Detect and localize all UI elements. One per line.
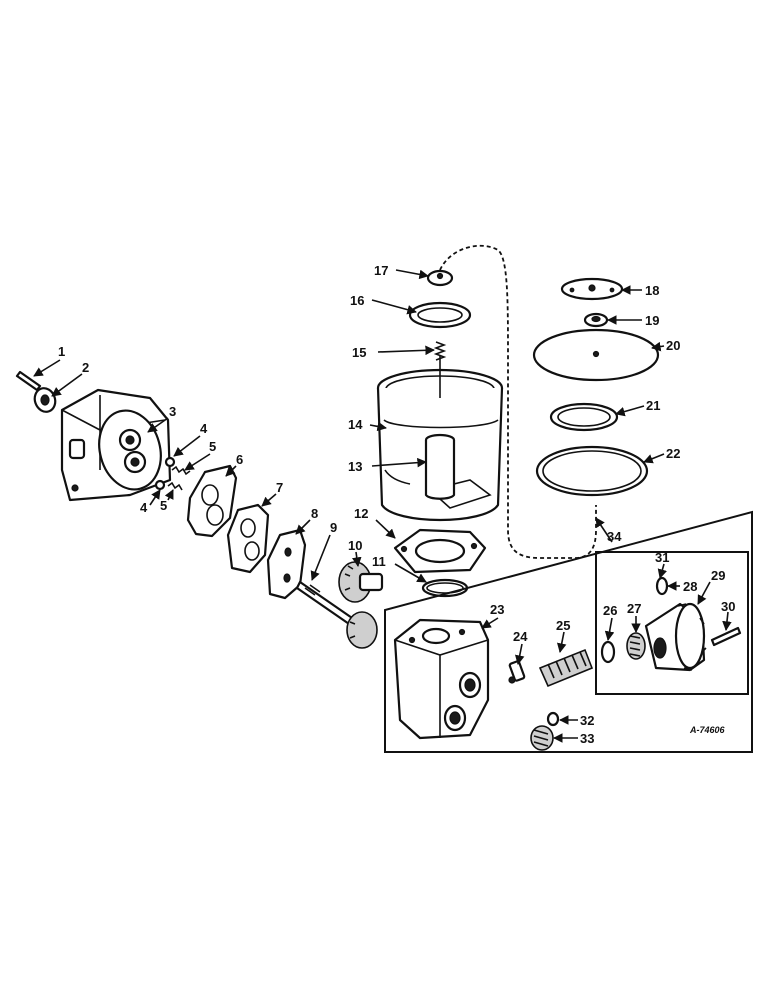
group-34-box (384, 510, 753, 753)
part-22-o-ring (535, 445, 649, 497)
callout-26: 26 (603, 603, 617, 618)
part-8-plate (266, 528, 307, 600)
part-16-seal (408, 301, 472, 329)
callout-29: 29 (711, 568, 725, 583)
part-30-pin (710, 626, 742, 647)
callout-5b: 5 (160, 498, 167, 513)
callout-27: 27 (627, 601, 641, 616)
callout-2: 2 (82, 360, 89, 375)
callout-19: 19 (645, 313, 659, 328)
callout-10: 10 (348, 538, 362, 553)
part-13-tube (424, 433, 456, 500)
callout-17: 17 (374, 263, 388, 278)
part-15-spring (433, 341, 447, 361)
callout-33: 33 (580, 731, 594, 746)
part-4-ball (164, 456, 176, 468)
callout-34: 34 (607, 529, 622, 544)
callout-14: 14 (348, 417, 363, 432)
part-7-gasket (226, 503, 270, 574)
part-33-plug (530, 725, 554, 751)
group-31-box (595, 551, 749, 695)
callout-25: 25 (556, 618, 570, 633)
callout-13: 13 (348, 459, 362, 474)
part-5-spring (171, 465, 191, 476)
callout-31: 31 (655, 550, 669, 565)
part-32-ring (546, 711, 560, 727)
part-29-knob (644, 602, 707, 672)
drawing-reference: A-74606 (689, 725, 726, 735)
callout-4: 4 (200, 421, 208, 436)
callout-32: 32 (580, 713, 594, 728)
part-24-valve (508, 660, 526, 684)
callout-12: 12 (354, 506, 368, 521)
callout-22: 22 (666, 446, 680, 461)
part-27-threaded (626, 632, 646, 660)
part-28-o-ring (655, 576, 669, 596)
part-10-gears (338, 561, 384, 649)
part-23-valve-body (393, 618, 490, 740)
callout-21: 21 (646, 398, 660, 413)
callout-20: 20 (666, 338, 680, 353)
part-17-nut (426, 269, 454, 287)
callout-1: 1 (58, 344, 65, 359)
part-6-plate (186, 464, 238, 538)
callout-15: 15 (352, 345, 366, 360)
part-25-spring (538, 648, 594, 688)
callout-11: 11 (372, 554, 386, 569)
part-26-o-ring (600, 640, 616, 664)
part-18-cover (560, 277, 624, 301)
callout-4b: 4 (140, 500, 148, 515)
callout-7: 7 (276, 480, 283, 495)
part-21-ring (549, 402, 619, 432)
callout-23: 23 (490, 602, 504, 617)
part-4b-ball (154, 479, 166, 491)
part-2-washer (33, 387, 57, 413)
callout-18: 18 (645, 283, 659, 298)
callout-30: 30 (721, 599, 735, 614)
callout-16: 16 (350, 293, 364, 308)
part-20-disc (532, 328, 660, 382)
callout-28: 28 (683, 579, 697, 594)
callout-9: 9 (330, 520, 337, 535)
callout-8: 8 (311, 506, 318, 521)
part-3-pump-body (60, 388, 172, 502)
part-12-gasket (393, 528, 487, 574)
callout-6: 6 (236, 452, 243, 467)
callout-3: 3 (169, 404, 176, 419)
part-5b-spring (167, 481, 183, 491)
leader-lines (33, 269, 732, 743)
part-19-bushing (583, 312, 609, 328)
callout-24: 24 (513, 629, 528, 644)
callout-5: 5 (209, 439, 216, 454)
